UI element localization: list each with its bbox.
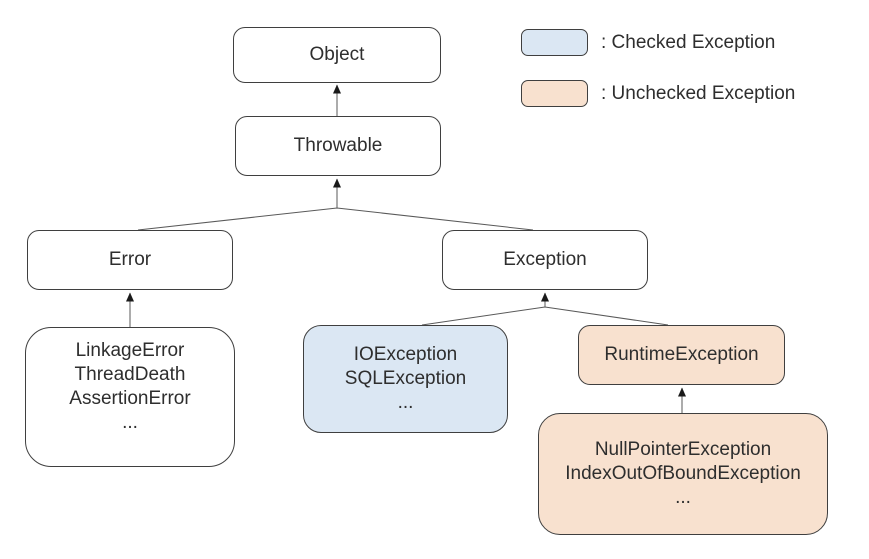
error-subclass-line: AssertionError [69, 388, 191, 409]
node-exception-label: Exception [503, 249, 587, 270]
node-runtime-exception: RuntimeException [578, 325, 785, 385]
node-object: Object [233, 27, 441, 83]
node-error-label: Error [108, 249, 152, 270]
node-error: Error [27, 230, 233, 290]
runtime-subclass-line: NullPointerException [594, 439, 772, 460]
node-object-label: Object [309, 44, 365, 65]
legend-swatch-checked [521, 29, 588, 56]
checked-exception-line: SQLException [344, 368, 467, 389]
error-subclass-line: ... [122, 412, 138, 433]
legend-label-unchecked: : Unchecked Exception [601, 82, 796, 104]
checked-exception-line: IOException [353, 344, 458, 365]
node-runtime-subclasses: NullPointerException IndexOutOfBoundExce… [538, 413, 828, 535]
node-throwable: Throwable [235, 116, 441, 176]
checked-exception-line: ... [397, 392, 414, 413]
legend-label-checked: : Checked Exception [601, 31, 776, 53]
error-subclass-line: ThreadDeath [74, 364, 186, 385]
legend-swatch-unchecked [521, 80, 588, 107]
node-checked-exceptions: IOException SQLException ... [303, 325, 508, 433]
node-error-subclasses: LinkageError ThreadDeath AssertionError … [25, 327, 235, 467]
runtime-subclass-line: ... [675, 487, 691, 508]
runtime-subclass-line: IndexOutOfBoundException [565, 463, 801, 484]
node-exception: Exception [442, 230, 648, 290]
node-throwable-label: Throwable [293, 135, 383, 156]
node-runtime-exception-label: RuntimeException [604, 344, 759, 365]
error-subclass-line: LinkageError [75, 340, 185, 361]
